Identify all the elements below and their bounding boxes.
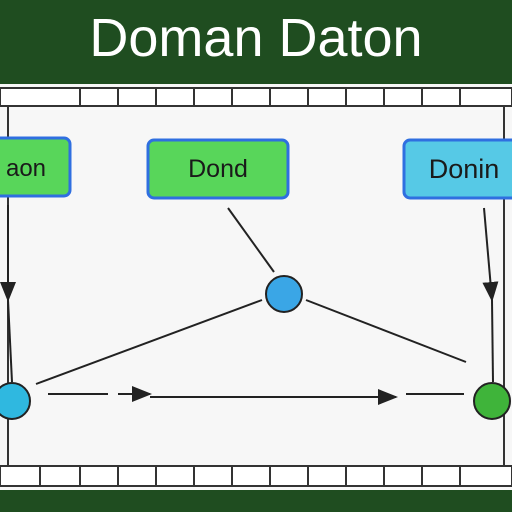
top-frame-strip <box>0 87 512 107</box>
node-center <box>265 275 303 313</box>
box-right-label: Donin <box>429 154 500 184</box>
box-left-label: aon <box>6 155 46 182</box>
box-center-label: Dond <box>188 155 248 183</box>
node-left <box>0 382 31 420</box>
bottom-frame-strip <box>0 465 512 487</box>
box-right: Donin <box>402 138 512 200</box>
box-center: Dond <box>146 138 290 200</box>
top-frame-ticks <box>79 88 461 106</box>
connector-center-left <box>35 299 263 385</box>
connector-left-vertical-lower <box>7 299 13 383</box>
bottom-frame-ticks <box>39 466 461 486</box>
connector-right-vertical <box>482 207 499 302</box>
box-left: aon <box>0 136 72 198</box>
bottom-bar <box>0 490 512 512</box>
title-bar: Doman Daton <box>0 0 512 84</box>
node-right <box>473 382 511 420</box>
connector-center-top <box>227 207 275 273</box>
connector-right-vertical-lower <box>491 299 494 383</box>
page-title: Doman Daton <box>89 8 423 68</box>
connector-center-right <box>305 299 467 363</box>
